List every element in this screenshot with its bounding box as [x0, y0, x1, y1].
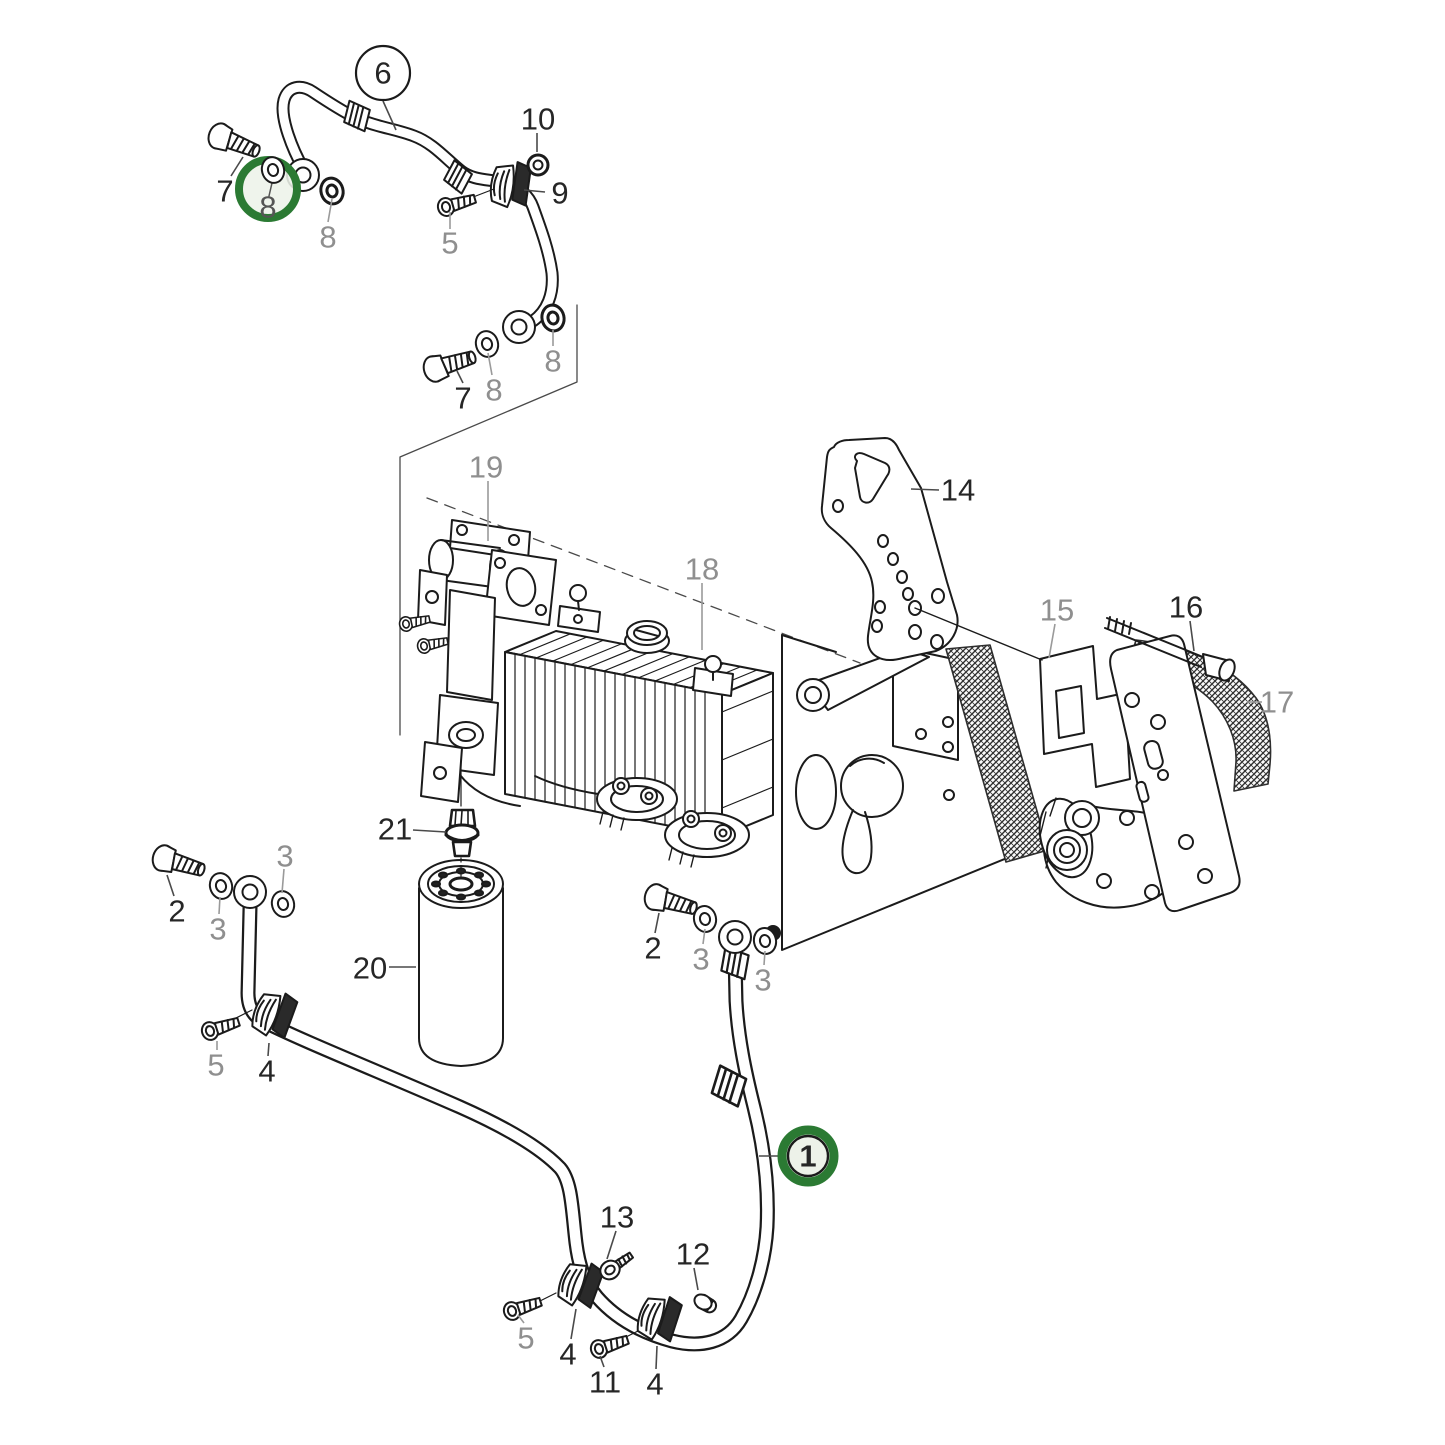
- callout-21[interactable]: 21: [378, 812, 412, 847]
- callout-2[interactable]: 2: [644, 931, 661, 966]
- bolt-16: [1104, 616, 1236, 682]
- callout-leader: [654, 912, 660, 934]
- callout-circle-6[interactable]: [354, 44, 412, 102]
- callout-3[interactable]: 3: [754, 963, 771, 998]
- callout-12[interactable]: 12: [676, 1237, 710, 1272]
- callout-leader: [910, 488, 940, 491]
- screw-5-mid: [198, 1012, 243, 1044]
- callout-5[interactable]: 5: [207, 1048, 224, 1083]
- screw-5-top: [434, 189, 479, 219]
- callout-leader: [702, 928, 706, 945]
- callout-leader: [606, 1230, 617, 1260]
- callout-9[interactable]: 9: [551, 176, 568, 211]
- hose1-upper-banjo: [640, 880, 780, 958]
- highlight-inner-circle: [786, 1134, 830, 1178]
- tensioner-bracket-15: [1039, 645, 1131, 788]
- callout-leader: [412, 829, 447, 833]
- callout-leader: [230, 156, 244, 177]
- callout-16[interactable]: 16: [1169, 590, 1203, 625]
- callout-leader: [599, 1355, 605, 1368]
- callout-3[interactable]: 3: [692, 942, 709, 977]
- oil-filter-20: [418, 859, 504, 1067]
- callout-2[interactable]: 2: [168, 894, 185, 929]
- callout-7[interactable]: 7: [216, 174, 233, 209]
- hose6-lower-banjo: [419, 301, 568, 386]
- callout-10[interactable]: 10: [521, 102, 555, 137]
- callout-leader: [763, 950, 766, 966]
- callout-20[interactable]: 20: [353, 951, 387, 986]
- oil-hose-6: [276, 80, 559, 328]
- callout-13[interactable]: 13: [600, 1200, 634, 1235]
- callout-17[interactable]: 17: [1260, 685, 1294, 720]
- callout-leader: [655, 1345, 658, 1370]
- callout-leader: [166, 874, 175, 897]
- callout-11[interactable]: 11: [589, 1365, 621, 1400]
- callout-leader: [570, 1308, 577, 1340]
- callout-1[interactable]: 1: [799, 1139, 816, 1174]
- filter-nipple-21: [444, 759, 480, 877]
- callout-4[interactable]: 4: [646, 1367, 663, 1402]
- oil-pipe-hose-1: [240, 900, 775, 1352]
- nut-10: [526, 153, 550, 177]
- callout-8[interactable]: 8: [259, 190, 276, 225]
- callout-leader: [523, 189, 546, 193]
- callout-leader: [327, 198, 333, 223]
- callout-leader: [382, 100, 397, 131]
- plug-12: [693, 1293, 718, 1314]
- engine-block: [765, 634, 1096, 951]
- callout-18[interactable]: 18: [685, 552, 719, 587]
- highlight-ring-1[interactable]: [777, 1125, 839, 1187]
- mounting-bracket-14: [796, 437, 1043, 712]
- callout-leader: [693, 1267, 699, 1291]
- callout-leader: [1189, 620, 1195, 652]
- callout-5[interactable]: 5: [517, 1321, 534, 1356]
- callout-19[interactable]: 19: [469, 450, 503, 485]
- callout-leader: [1048, 623, 1056, 659]
- callout-7[interactable]: 7: [454, 381, 471, 416]
- callout-8[interactable]: 8: [319, 220, 336, 255]
- callout-leader: [281, 868, 285, 894]
- callout-14[interactable]: 14: [941, 473, 975, 508]
- callout-3[interactable]: 3: [209, 912, 226, 947]
- callout-8[interactable]: 8: [544, 344, 561, 379]
- callout-leader: [267, 1042, 270, 1057]
- construction-lines: [399, 304, 861, 736]
- highlighted-washer-8: [258, 153, 288, 197]
- callout-leader: [218, 896, 221, 915]
- pump-assembly: [1038, 634, 1241, 913]
- screw-5-bottom: [500, 1292, 545, 1324]
- callout-leader: [487, 352, 493, 376]
- oil-cooler-housing-19: [397, 519, 557, 807]
- cooler-bottom-flanges: [534, 775, 750, 868]
- callout-15[interactable]: 15: [1040, 593, 1074, 628]
- callout-leader: [456, 370, 464, 384]
- callout-3[interactable]: 3: [276, 839, 293, 874]
- screw-11: [587, 1330, 632, 1362]
- callout-leader: [517, 1314, 525, 1324]
- drive-belt-left-run: [945, 644, 1049, 863]
- callout-4[interactable]: 4: [559, 1337, 576, 1372]
- pipe-left-banjo: [148, 841, 298, 921]
- callout-5[interactable]: 5: [441, 226, 458, 261]
- fitting-13: [599, 1251, 635, 1281]
- callout-4[interactable]: 4: [258, 1054, 275, 1089]
- callout-8[interactable]: 8: [485, 373, 502, 408]
- callout-6[interactable]: 6: [374, 56, 391, 91]
